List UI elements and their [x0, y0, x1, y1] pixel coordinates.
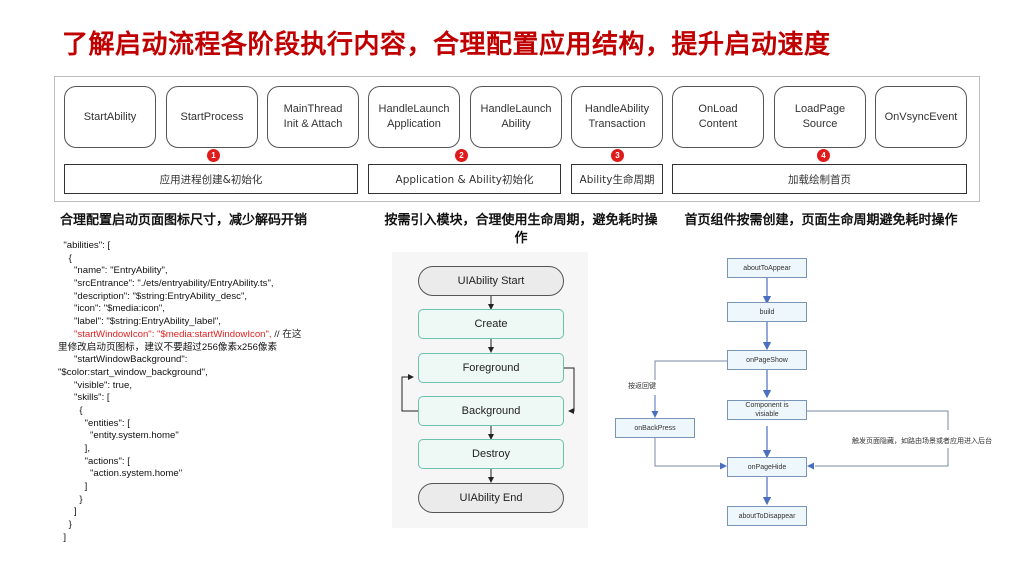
- code-line: "action.system.home": [58, 468, 183, 480]
- step-badge-3: 3: [611, 149, 624, 162]
- node-create: Create: [418, 309, 564, 339]
- page-flow-connectors: [651, 277, 949, 506]
- stage-loadpage-source: LoadPage Source: [774, 86, 866, 148]
- step-badge-1: 1: [207, 149, 220, 162]
- code-comment: // 在这: [271, 328, 302, 340]
- step-badge-2: 2: [455, 149, 468, 162]
- code-line: }: [58, 493, 83, 505]
- code-line: {: [58, 252, 72, 264]
- node-uiability-end: UIAbility End: [418, 483, 564, 513]
- heading-module-lifecycle: 按需引入模块，合理使用生命周期，避免耗时操作: [384, 213, 658, 246]
- stage-mainthread-init: MainThread Init & Attach: [267, 86, 359, 148]
- node-build: build: [727, 302, 807, 322]
- code-line: "srcEntrance": "./ets/entryability/Entry…: [58, 278, 274, 290]
- stage-start-ability: StartAbility: [64, 86, 156, 148]
- line-hidden-hide: [815, 448, 949, 467]
- node-destroy: Destroy: [418, 439, 564, 469]
- code-line: ]: [58, 506, 77, 518]
- stage-onload-content: OnLoad Content: [672, 86, 764, 148]
- node-on-back-press: onBackPress: [615, 418, 695, 438]
- line-visible-hidden: [807, 410, 949, 430]
- node-component-visible: Component is visiable: [727, 400, 807, 420]
- phase-load-draw-home: 加载绘制首页: [672, 164, 967, 194]
- heading-page-lifecycle: 首页组件按需创建，页面生命周期避免耗时操作: [684, 213, 958, 228]
- phase-ability-lifecycle: Ability生命周期: [571, 164, 663, 194]
- stage-start-process: StartProcess: [166, 86, 258, 148]
- code-line: "$color:start_window_background",: [58, 366, 208, 378]
- code-line: 里修改启动页图标，建议不要超过256像素x256像素: [58, 341, 278, 353]
- step-badge-4: 4: [817, 149, 830, 162]
- code-line: {: [58, 404, 83, 416]
- line-show-back: [654, 360, 727, 380]
- code-line: "startWindowIcon": "$media:startWindowIc…: [58, 328, 302, 340]
- code-line: "visible": true,: [58, 379, 132, 391]
- code-line: "skills": [: [58, 392, 110, 404]
- uiability-lifecycle-diagram: UIAbility Start Create Foreground Backgr…: [392, 252, 588, 528]
- page-title: 了解启动流程各阶段执行内容，合理配置应用结构，提升启动速度: [62, 30, 831, 60]
- label-page-hidden: 触发页面隐藏，如路由场景或者应用进入后台: [852, 437, 992, 445]
- node-on-page-show: onPageShow: [727, 350, 807, 370]
- arrow-foreground-background: [564, 367, 575, 414]
- startup-stages-panel: StartAbility StartProcess MainThread Ini…: [54, 76, 980, 202]
- stage-handlelaunch-ability: HandleLaunch Ability: [470, 86, 562, 148]
- label-back-key: 按返回键: [628, 382, 656, 390]
- lifecycle-connectors: [401, 296, 575, 483]
- stage-handleability-transaction: HandleAbility Transaction: [571, 86, 663, 148]
- node-on-page-hide: onPageHide: [727, 457, 807, 477]
- code-line: }: [58, 519, 72, 531]
- phase-app-ability-init: Application & Ability初始化: [368, 164, 561, 194]
- code-line: "abilities": [: [58, 240, 111, 251]
- heading-icon-size: 合理配置启动页面图标尺寸，减少解码开销: [60, 213, 308, 228]
- code-line: "label": "$string:EntryAbility_label",: [58, 316, 221, 328]
- code-line: "actions": [: [58, 455, 130, 467]
- module-json-code: "abilities": [ { "name": "EntryAbility",…: [58, 240, 368, 545]
- code-line: ]: [58, 481, 88, 493]
- node-foreground: Foreground: [418, 353, 564, 383]
- stage-handlelaunch-app: HandleLaunch Application: [368, 86, 460, 148]
- phase-process-init: 应用进程创建&初始化: [64, 164, 358, 194]
- node-about-to-appear: aboutToAppear: [727, 258, 807, 278]
- code-line: ]: [58, 531, 66, 543]
- code-line: "entities": [: [58, 417, 130, 429]
- code-line: "startWindowBackground":: [58, 354, 188, 366]
- arrow-background-foreground: [401, 374, 418, 412]
- node-uiability-start: UIAbility Start: [418, 266, 564, 296]
- node-background: Background: [418, 396, 564, 426]
- code-line: "icon": "$media:icon",: [58, 303, 165, 315]
- code-line: ],: [58, 443, 90, 454]
- code-line: "entity.system.home": [58, 430, 179, 442]
- node-about-to-disappear: aboutToDisappear: [727, 506, 807, 526]
- stage-onvsync-event: OnVsyncEvent: [875, 86, 967, 148]
- code-line: "description": "$string:EntryAbility_des…: [58, 290, 248, 302]
- page-lifecycle-diagram: aboutToAppear build onPageShow Component…: [600, 250, 1024, 540]
- code-line: "name": "EntryAbility",: [58, 265, 168, 277]
